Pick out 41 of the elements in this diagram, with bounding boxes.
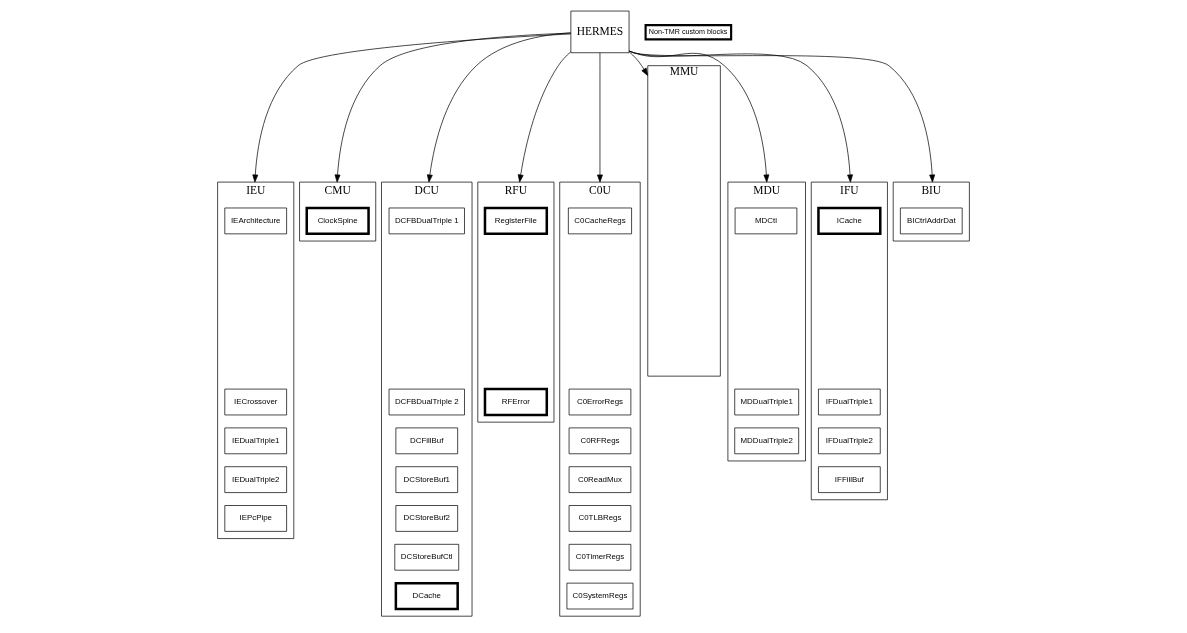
node-box: C0TimerRegs [568, 543, 632, 571]
node-box: C0ErrorRegs [568, 388, 632, 416]
arrow [628, 50, 770, 183]
node-box: IEArchitecture [224, 207, 287, 235]
node-box: IEPcPipe [224, 505, 287, 532]
node-box: RegisterFile [483, 206, 549, 236]
node-box: HERMES [570, 10, 630, 54]
node-box: MMU [647, 65, 721, 377]
arrow [628, 50, 853, 183]
node-box: IFDualTriple1 [818, 388, 881, 416]
arrow [597, 52, 603, 183]
node-box: DCache [394, 581, 459, 611]
node-box: RFError [483, 387, 549, 417]
node-box: IEDualTriple1 [224, 427, 287, 455]
arrow [517, 51, 572, 183]
node-box: C0SystemRegs [566, 582, 634, 610]
node-box: C0CacheRegs [568, 207, 632, 235]
node-box: IFFillBuf [818, 466, 881, 493]
node-box: DCFBDualTriple 1 [388, 207, 465, 235]
node-box: DCStoreBuf2 [395, 505, 459, 532]
node-box: IECrossover [224, 388, 287, 416]
node-box: C0ReadMux [568, 466, 632, 493]
node-box: MDDualTriple1 [734, 388, 800, 416]
arrow [628, 50, 936, 183]
arrow [628, 51, 649, 76]
node-box: MDCtl [734, 207, 798, 235]
node-box: IEDualTriple2 [224, 466, 287, 493]
node-box: DCFillBuf [395, 427, 459, 455]
node-box: ClockSpine [305, 206, 370, 236]
node-box: DCStoreBufCtl [394, 543, 460, 571]
arrow [427, 32, 572, 183]
node-box: C0TLBRegs [568, 505, 632, 532]
node-box: MDDualTriple2 [734, 427, 800, 455]
node-box: DCFBDualTriple 2 [388, 388, 465, 416]
node-box: ICache [817, 206, 882, 236]
arrow [252, 33, 572, 183]
arrow [334, 32, 572, 183]
node-box: C0RFRegs [568, 427, 632, 455]
node-box: BICtrlAddrDat [900, 207, 963, 235]
node-box: DCStoreBuf1 [395, 466, 459, 493]
node-box: IFDualTriple2 [818, 427, 881, 455]
